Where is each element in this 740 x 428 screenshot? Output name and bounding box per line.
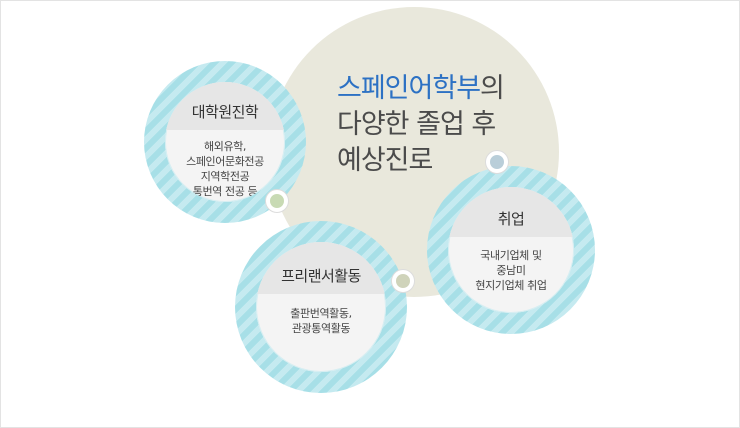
career-description-line: 중남미 <box>496 264 526 278</box>
career-circle-inner: 취업 국내기업체 및 중남미 현지기업체 취업 <box>448 187 574 313</box>
career-description-line: 스페인어문화전공 <box>186 155 264 168</box>
headline-line-1: 스페인어학부의 <box>337 71 505 107</box>
career-description-line: 통번역 전공 등 <box>192 185 258 198</box>
career-circle-graduate-school: 대학원진학 해외유학, 스페인어문화전공 지역학전공 통번역 전공 등 <box>144 61 306 223</box>
career-description-line: 해외유학, <box>204 140 246 153</box>
career-description: 출판번역활동, 관광통역활동 <box>256 294 386 336</box>
career-circle-freelance: 프리랜서활동 출판번역활동, 관광통역활동 <box>235 221 407 393</box>
career-title: 취업 <box>448 187 574 238</box>
career-description-line: 국내기업체 및 <box>480 249 542 263</box>
headline-accent: 스페인어학부 <box>337 73 481 104</box>
career-description-line: 출판번역활동, <box>290 307 352 320</box>
career-circle-inner: 프리랜서활동 출판번역활동, 관광통역활동 <box>256 242 386 372</box>
career-circle-employment: 취업 국내기업체 및 중남미 현지기업체 취업 <box>427 166 595 334</box>
career-description-line: 현지기업체 취업 <box>475 279 547 293</box>
career-description-line: 지역학전공 <box>200 170 250 183</box>
connector-dot-blue <box>486 151 508 173</box>
headline-line-2: 다양한 졸업 후 <box>337 109 496 140</box>
career-description: 해외유학, 스페인어문화전공 지역학전공 통번역 전공 등 <box>165 130 285 199</box>
headline: 스페인어학부의 다양한 졸업 후 예상진로 <box>337 71 505 179</box>
career-title: 프리랜서활동 <box>256 242 386 294</box>
connector-dot-green <box>266 190 288 212</box>
career-title: 대학원진학 <box>165 82 285 130</box>
career-circle-inner: 대학원진학 해외유학, 스페인어문화전공 지역학전공 통번역 전공 등 <box>165 82 285 202</box>
headline-line-3: 예상진로 <box>337 145 433 176</box>
connector-dot-olive <box>392 270 414 292</box>
career-description-line: 관광통역활동 <box>291 322 351 335</box>
career-description: 국내기업체 및 중남미 현지기업체 취업 <box>448 237 574 293</box>
headline-suffix: 의 <box>480 73 505 104</box>
